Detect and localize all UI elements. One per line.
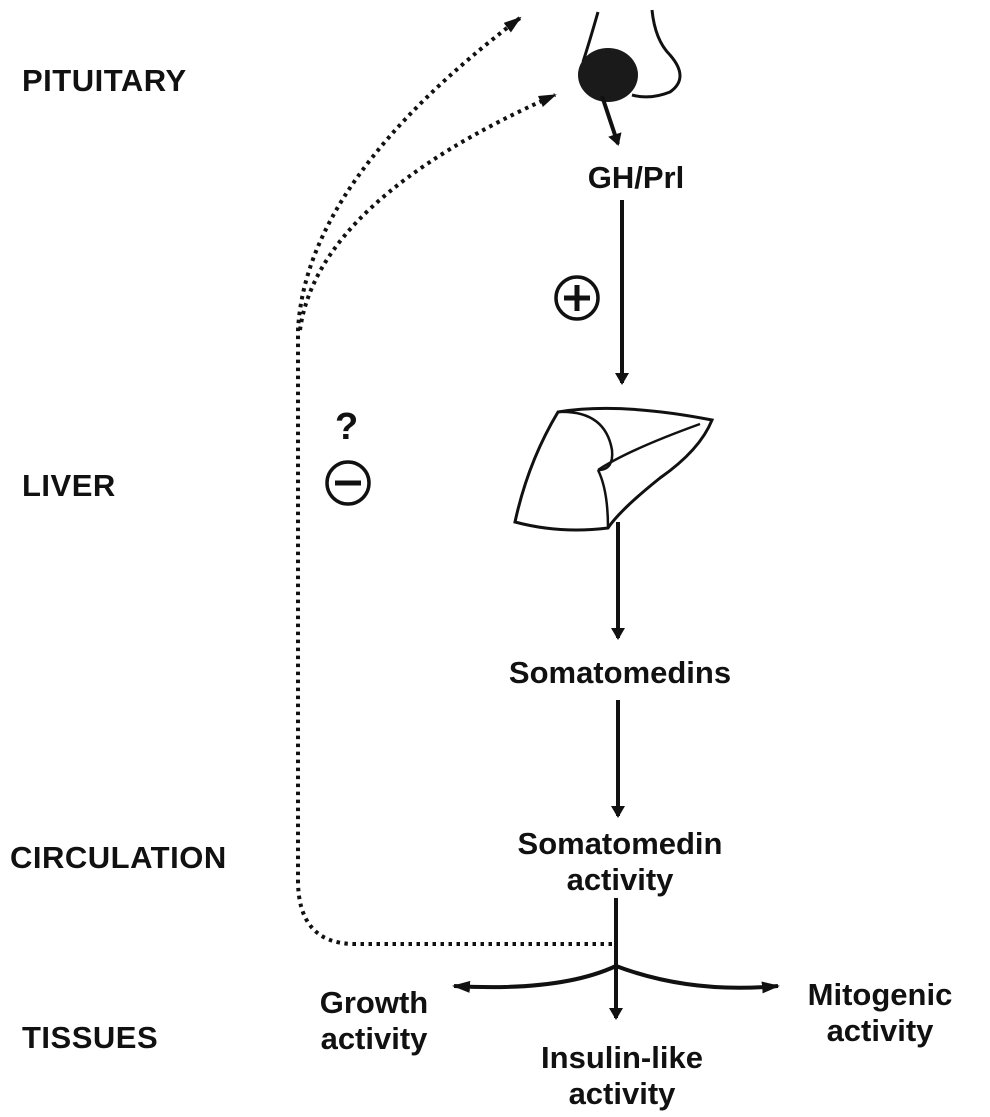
node-mitogenic-line2: activity bbox=[808, 1013, 953, 1049]
node-gh-prl: GH/Prl bbox=[588, 160, 684, 196]
node-growth-line2: activity bbox=[320, 1021, 429, 1057]
node-somatomedin-activity-line1: Somatomedin bbox=[518, 826, 723, 862]
arrow-to-growth bbox=[454, 966, 616, 987]
stimulation-plus-icon bbox=[556, 277, 598, 319]
node-insulin-like-activity: Insulin-like activity bbox=[541, 1040, 703, 1111]
inhibition-minus-icon bbox=[327, 462, 369, 504]
arrow-to-mitogenic bbox=[616, 966, 778, 988]
uncertain-question-mark: ? bbox=[335, 408, 358, 446]
liver-icon bbox=[515, 408, 712, 530]
node-insulin-line1: Insulin-like bbox=[541, 1040, 703, 1076]
node-gh-prl-text: GH/Prl bbox=[588, 160, 684, 195]
node-growth-line1: Growth bbox=[320, 985, 429, 1021]
node-mitogenic-line1: Mitogenic bbox=[808, 977, 953, 1013]
level-label-tissues: TISSUES bbox=[22, 1022, 158, 1053]
node-mitogenic-activity: Mitogenic activity bbox=[808, 977, 953, 1048]
node-growth-activity: Growth activity bbox=[320, 985, 429, 1056]
node-somatomedins: Somatomedins bbox=[509, 655, 731, 691]
node-somatomedin-activity: Somatomedin activity bbox=[518, 826, 723, 897]
level-label-circulation: CIRCULATION bbox=[10, 842, 227, 873]
arrow-pituitary-to-gh bbox=[602, 96, 618, 144]
node-somatomedin-activity-line2: activity bbox=[518, 862, 723, 898]
node-somatomedins-text: Somatomedins bbox=[509, 655, 731, 690]
level-label-pituitary: PITUITARY bbox=[22, 65, 187, 96]
pituitary-gland-icon bbox=[578, 10, 680, 102]
feedback-dotted-line-inner bbox=[300, 95, 555, 330]
node-insulin-line2: activity bbox=[541, 1076, 703, 1112]
level-label-liver: LIVER bbox=[22, 470, 116, 501]
